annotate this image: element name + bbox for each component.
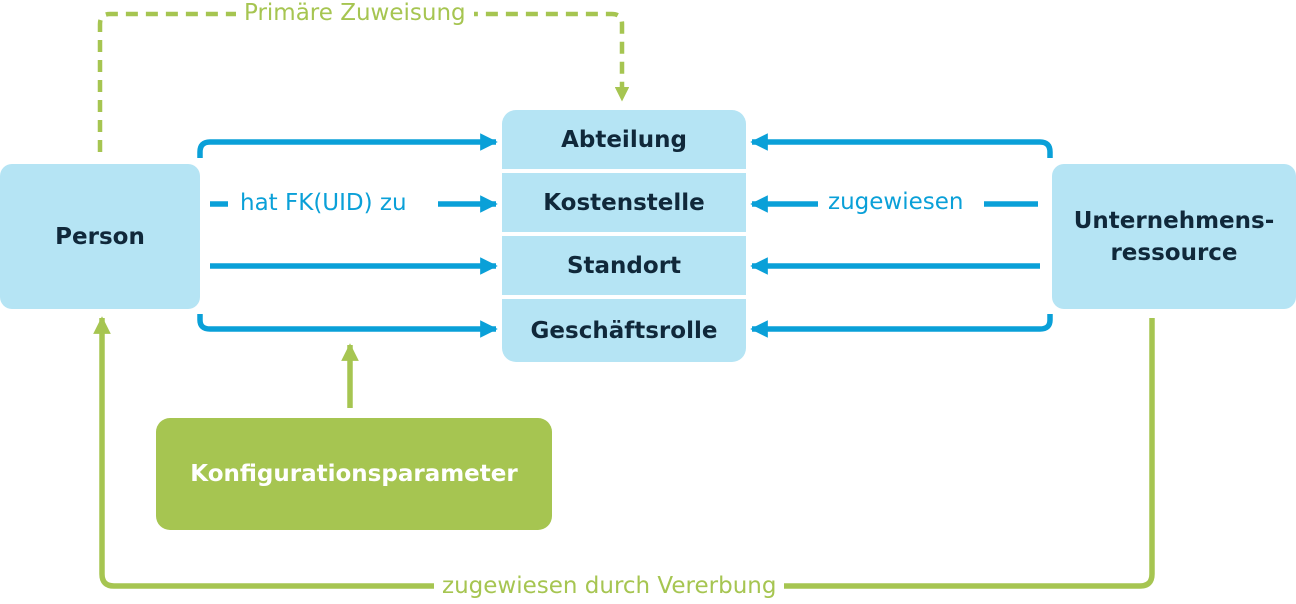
kostenstelle-label: Kostenstelle: [543, 189, 705, 216]
resource-label-line2: ressource: [1110, 239, 1238, 266]
arrow-resource-abteilung: [750, 133, 1053, 158]
label-assigned: zugewiesen: [820, 189, 972, 215]
geschaeftsrolle-label: Geschäftsrolle: [530, 317, 718, 344]
abteilung-label: Abteilung: [561, 126, 687, 153]
label-inherited-assignment: zugewiesen durch Vererbung: [434, 573, 785, 599]
object-stack: Abteilung Kostenstelle Standort Geschäft…: [502, 110, 746, 362]
person-label: Person: [55, 223, 145, 250]
arrow-person-geschaeftsrolle: [197, 314, 498, 338]
cell-standort: Standort: [502, 236, 746, 295]
cell-geschaeftsrolle: Geschäftsrolle: [502, 299, 746, 362]
cell-kostenstelle: Kostenstelle: [502, 173, 746, 232]
arrow-resource-geschaeftsrolle: [750, 314, 1053, 338]
resource-label-line1: Unternehmens-: [1073, 207, 1275, 234]
standort-label: Standort: [566, 252, 682, 279]
cell-abteilung: Abteilung: [502, 110, 746, 169]
label-primary-assignment: Primäre Zuweisung: [236, 0, 474, 26]
config-parameter-box: Konfigurationsparameter: [156, 418, 552, 530]
company-resource-box: Unternehmens- ressource: [1052, 164, 1296, 309]
person-box: Person: [0, 164, 200, 309]
arrow-person-abteilung: [197, 133, 498, 158]
config-parameter-label: Konfigurationsparameter: [190, 461, 518, 487]
label-fk-uid: hat FK(UID) zu: [232, 190, 415, 216]
